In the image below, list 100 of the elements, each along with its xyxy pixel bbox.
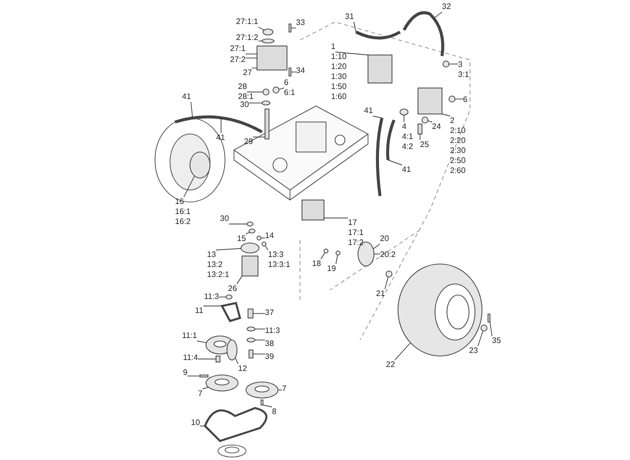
callout-number: 6 [463,95,468,105]
callout-number: 23 [469,346,478,356]
hose-fitting [248,228,256,234]
hose-fitting [272,86,280,94]
hose-clamp [246,222,254,226]
callout-number: 18 [312,259,321,269]
hydraulic-hose [174,115,263,134]
leader-line [236,276,242,284]
hose-fitting [400,108,408,116]
callout-number: 1 [331,42,336,52]
leader-line [336,254,338,264]
callout-number: 7 [282,384,286,394]
callout-number: 17:1 [348,228,364,238]
callout-number: 2:20 [450,136,466,146]
leader-line [252,136,266,138]
callout-number: 13:3 [268,250,284,260]
callout-number: 27:1:2 [236,33,258,43]
hose-fitting [256,236,262,240]
leader-line [202,386,209,390]
callout-number: 31 [345,12,354,22]
leader-line [190,102,193,118]
leader-line [262,404,272,408]
callout-number: 34 [296,66,305,76]
callout-number: 20 [380,234,389,244]
callout-number: 3:1 [458,70,470,80]
callout-number: 16:1 [175,207,191,217]
hydraulic-hose [386,119,396,160]
callout-number: 30 [220,214,229,224]
callout-number: 17:2 [348,238,364,248]
callout-number: 20:2 [380,250,396,260]
callout-number: 1:60 [331,92,347,102]
callout-number: 13 [207,250,216,260]
callout-number: 9 [183,368,188,378]
screw [288,68,292,76]
callout-number: 15 [237,234,246,244]
callout-number: 38 [265,339,274,349]
leader-line [196,340,207,344]
bolt [216,356,220,362]
callout-number: 27 [243,68,252,78]
leader-line [246,232,250,234]
reservoir-tank [256,46,288,70]
nut [480,324,488,332]
callout-number: 1:50 [331,82,347,92]
leader-line [216,248,242,250]
callout-number: 35 [492,336,501,346]
hose-clamp [262,100,270,106]
gasket [262,38,274,44]
callout-number: 17 [348,218,357,228]
callout-number: 27:1 [230,44,246,54]
belt-guide [226,340,238,360]
bolt [248,350,254,358]
callout-number: 2:30 [450,146,466,156]
leader-line [394,342,411,360]
callout-number: 2 [450,116,454,126]
leader-line [354,22,356,32]
idler-arm [220,302,242,322]
callout-number: 4:1 [402,132,414,142]
callout-number: 4 [402,122,406,132]
callout-number: 25 [420,140,429,150]
callout-number: 6:1 [284,88,296,98]
hydraulic-pump [418,88,442,114]
leader-line [264,245,268,250]
hose-fitting [448,96,456,102]
callout-number: 27:1:1 [236,17,258,27]
leader-line [234,357,238,364]
nut [226,294,232,300]
pulley [206,374,238,392]
leader-line [258,26,265,30]
hose-fitting [262,242,266,246]
hose-fitting [418,124,422,134]
callout-number: 11:3 [265,326,280,336]
valve-block [302,200,324,220]
leader-line [384,276,389,290]
callout-number: 11:1 [182,331,197,341]
callout-number: 13:2:1 [207,270,230,280]
callout-number: 1:10 [331,52,347,62]
callout-number: 30 [240,100,249,110]
valve-stem [488,314,490,322]
callout-number: 41 [364,106,373,116]
callout-number: 37 [265,308,274,318]
leader-line [252,313,266,314]
callout-number: 39 [265,352,274,362]
hydraulic-hose [355,30,401,40]
callout-number: 2:60 [450,166,466,176]
callout-number: 22 [386,360,395,370]
hose [264,108,270,140]
leader-line [490,322,492,336]
callout-number: 8 [272,407,276,417]
callout-number: 7 [198,389,202,399]
callout-number: 11 [195,306,204,316]
callout-number: 11:4 [183,353,198,363]
tank-cap [262,28,274,36]
leader-line [320,252,326,260]
screw [288,24,292,32]
hydraulic-hose [402,11,444,56]
leader-line [220,117,222,134]
callout-number: 4:2 [402,142,414,152]
key [260,400,264,406]
leader-line [388,160,402,166]
hose-fitting [262,88,270,96]
